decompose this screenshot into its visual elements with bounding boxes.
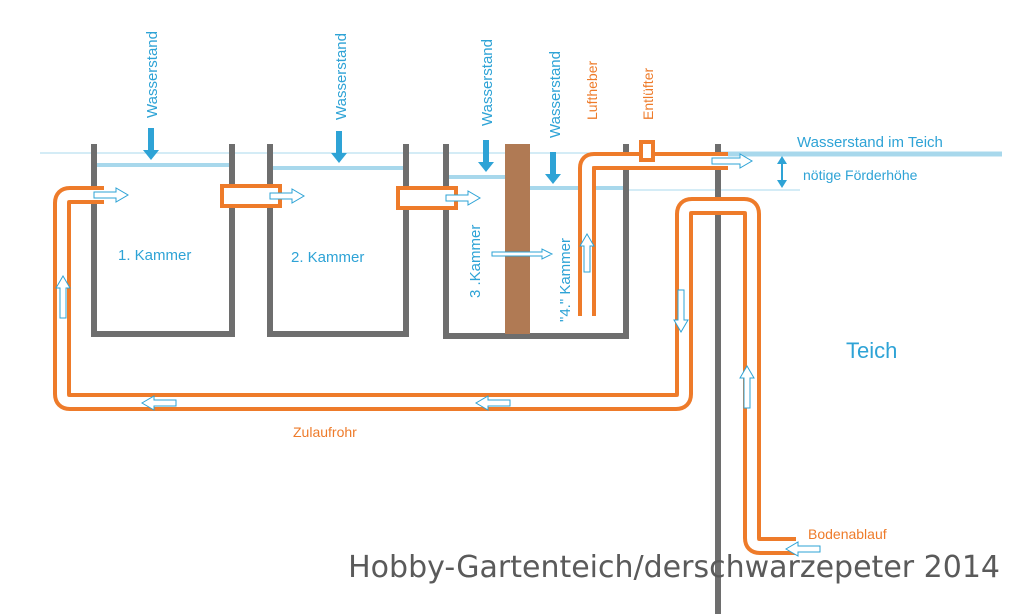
right-arrow-icon [93,187,129,203]
right-arrow-icon [491,248,554,260]
chamber-4-label: "4." Kammer [557,238,574,322]
pond-level-label: Wasserstand im Teich [797,134,943,151]
water-level-label-3: Wasserstand [479,39,496,126]
right-arrow-icon [445,190,481,206]
chamber-2-wall [267,144,409,337]
connection-pipes [220,184,458,210]
vent-pipe [639,140,655,162]
bottom-drain-label: Bodenablauf [808,526,887,542]
up-arrow-icon [55,275,71,319]
up-arrow-icon [739,365,755,409]
up-arrow-icon [579,233,595,273]
vent-label: Entlüfter [640,68,656,120]
chamber-divider [505,144,530,334]
water-level-label-2: Wasserstand [333,33,350,120]
down-arrow-icon [143,128,159,160]
down-arrow-icon [673,289,689,333]
chamber-3-label: 3 .Kammer [467,225,484,298]
down-arrow-icon [478,140,494,172]
water-level-label-4: Wasserstand [547,51,564,138]
inlet-pipe-label: Zulaufrohr [293,424,357,440]
chamber-3-4-wall [443,144,629,339]
down-arrow-icon [331,131,347,163]
chamber-1-wall [91,144,235,337]
left-arrow-icon [475,395,511,411]
down-arrow-icon [545,152,561,184]
chamber-1-label: 1. Kammer [118,247,191,264]
air-lift-label: Luftheber [584,61,600,120]
water-level-label-1: Wasserstand [144,31,161,118]
lift-height-label: nötige Förderhöhe [803,167,918,183]
lift-height-arrow-icon [777,156,787,188]
air-lift-pipe [578,152,728,316]
level-arrows [143,128,561,184]
flow-arrows [55,153,821,557]
left-arrow-icon [785,541,821,557]
left-arrow-icon [141,395,177,411]
chamber-2-label: 2. Kammer [291,249,364,266]
watermark: Hobby-Gartenteich/derschwarzepeter 2014 [348,550,1000,585]
chamber-walls [91,144,721,614]
pond-label: Teich [846,338,897,363]
right-arrow-icon [269,188,305,204]
right-arrow-icon [711,153,753,169]
air-lift-pipe-inner [582,156,728,316]
